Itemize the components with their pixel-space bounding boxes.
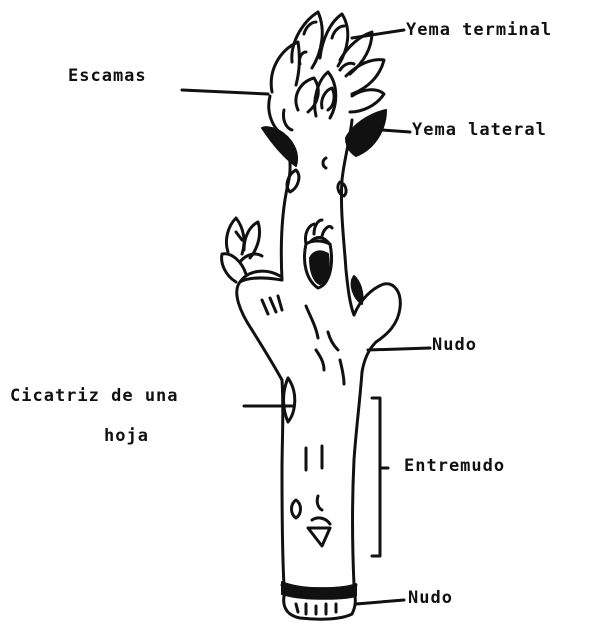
leader-lines — [182, 30, 430, 604]
label-yema-lateral: Yema lateral — [412, 122, 547, 139]
leader-yema-lateral — [382, 130, 410, 132]
leader-yema-terminal — [352, 30, 404, 38]
node-band — [282, 582, 356, 599]
leader-nudo-inferior — [356, 600, 404, 604]
label-cicatriz-line2: hoja — [104, 428, 149, 445]
label-nudo-superior: Nudo — [432, 337, 477, 354]
entrenudo-bracket — [372, 398, 380, 556]
lateral-bud-left — [262, 127, 297, 166]
label-cicatriz-line1: Cicatriz de una — [10, 388, 179, 405]
stem-markings — [262, 158, 346, 546]
label-entrenudo: Entremudo — [404, 458, 505, 475]
lateral-bud-right — [346, 110, 386, 156]
leader-nudo-superior — [368, 348, 430, 350]
leader-escamas — [182, 90, 268, 94]
label-yema-terminal: Yema terminal — [406, 22, 552, 39]
terminal-bud — [271, 12, 384, 118]
label-escamas: Escamas — [68, 68, 147, 85]
label-nudo-inferior: Nudo — [408, 590, 453, 607]
bud-on-branch — [352, 276, 363, 304]
axillary-bud-fill — [310, 251, 329, 284]
